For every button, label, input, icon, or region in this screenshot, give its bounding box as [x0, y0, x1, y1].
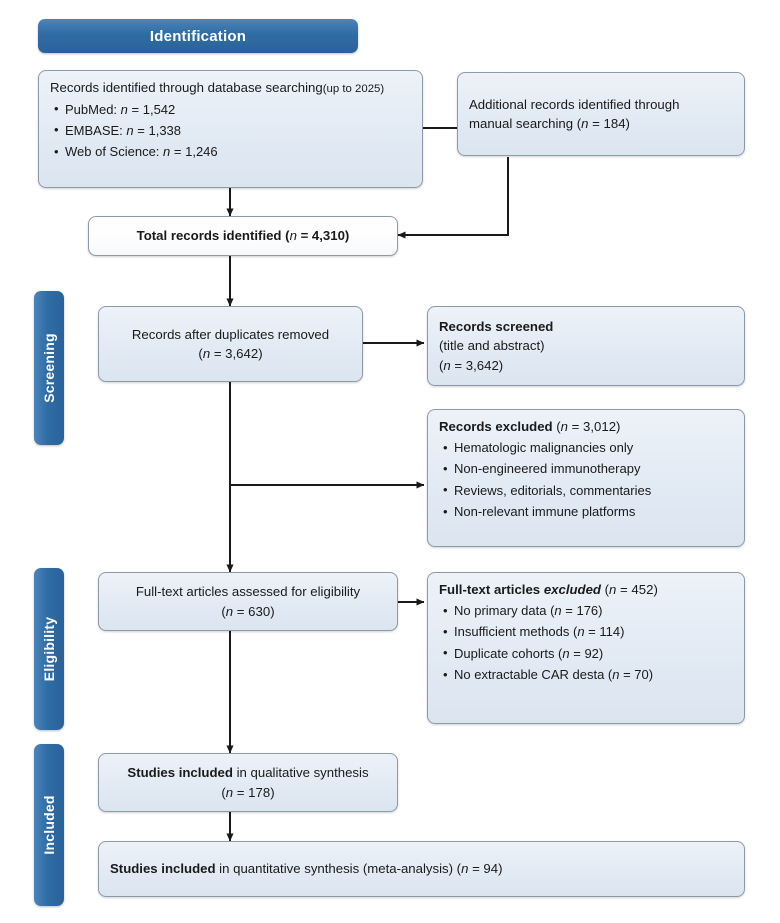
node-qualitative-count: (n = 178) — [221, 784, 275, 800]
n-symbol: n — [120, 101, 128, 117]
reason-text: No extractable CAR desta ( — [454, 667, 613, 683]
node-fulltext-assessed-count: = 630 — [233, 603, 271, 619]
list-item: PubMed: n = 1,542 — [54, 100, 411, 120]
n-symbol: n — [577, 624, 585, 640]
node-fulltext-excluded: Full-text articles excluded (n = 452) No… — [427, 572, 745, 724]
source-count: = 1,246 — [173, 144, 218, 160]
reason-text: Insufficient methods ( — [454, 624, 578, 640]
node-duplicates-line1: Records after duplicates removed — [131, 326, 330, 342]
node-total-text: Total records identified (n = 4,310) — [137, 226, 350, 245]
reason-text: No primary data ( — [454, 603, 555, 619]
node-qualitative-count-value: = 178 — [233, 784, 271, 800]
node-additional-records-manual: Additional records identified through ma… — [457, 72, 745, 156]
n-symbol: n — [581, 116, 589, 131]
node-fulltext-assessed: Full-text articles assessed for eligibil… — [98, 572, 398, 631]
node-records-excluded: Records excluded (n = 3,012) Hematologic… — [427, 409, 745, 547]
n-symbol: n — [554, 603, 562, 619]
n-symbol: n — [612, 667, 620, 683]
node-fulltext-excluded-reasons: No primary data (n = 176) Insufficient m… — [439, 602, 733, 685]
node-duplicates-count: = 3,642 — [210, 346, 259, 361]
stage-bar-eligibility-label: Eligibility — [41, 616, 57, 682]
node-db-source-list: PubMed: n = 1,542 EMBASE: n = 1,338 Web … — [50, 100, 411, 163]
node-db-heading-suffix: (up to 2025) — [322, 83, 385, 95]
node-qualitative-synthesis: Studies included in qualitative synthesi… — [98, 753, 398, 812]
node-manual-line2-text: manual searching ( — [469, 116, 582, 131]
stage-bar-included-label: Included — [41, 795, 57, 855]
node-fulltext-excluded-count: = 452 — [616, 582, 654, 597]
stage-banner-identification: Identification — [38, 19, 358, 53]
node-duplicates-line2: (n = 3,642) — [198, 346, 263, 361]
node-quantitative-synthesis: Studies included in quantitative synthes… — [98, 841, 745, 897]
list-item: Reviews, editorials, commentaries — [443, 481, 733, 501]
n-symbol: n — [289, 228, 297, 244]
source-count: = 1,338 — [137, 122, 182, 138]
node-screened-count-value: = 3,642 — [450, 357, 499, 373]
source-label: EMBASE: — [65, 122, 123, 138]
node-records-excluded-count: = 3,012 — [568, 419, 617, 434]
list-item: Non-engineered immunotherapy — [443, 460, 733, 479]
reason-count: = 114) — [584, 624, 625, 640]
n-symbol: n — [609, 582, 617, 597]
n-symbol: n — [562, 645, 570, 661]
node-records-excluded-title: Records excluded (n = 3,012) — [439, 419, 621, 434]
node-fulltext-excluded-title: Full-text articles excluded (n = 452) — [439, 582, 658, 597]
node-quantitative-text: Studies included in quantitative synthes… — [110, 859, 733, 878]
stage-banner-identification-label: Identification — [149, 27, 247, 45]
node-fulltext-excluded-label: Full-text articles — [439, 582, 544, 597]
n-symbol: n — [202, 346, 211, 361]
source-count: = 1,542 — [131, 101, 176, 117]
reason-count: = 92) — [569, 645, 604, 661]
n-symbol: n — [560, 419, 569, 434]
node-total-value: = 4,310) — [296, 228, 350, 244]
node-fulltext-excluded-emphasis: excluded — [543, 582, 601, 597]
n-symbol: n — [163, 144, 171, 160]
n-symbol: n — [461, 861, 469, 877]
node-screened-title: Records screened — [439, 319, 554, 335]
node-records-screened: Records screened (title and abstract) (n… — [427, 306, 745, 386]
node-records-excluded-reasons: Hematologic malignancies only Non-engine… — [439, 439, 733, 522]
node-db-heading-text: Records identified through database sear… — [50, 80, 323, 95]
reason-count: = 70) — [619, 667, 654, 683]
node-qualitative-bold: Studies included — [127, 765, 233, 781]
n-symbol: n — [225, 603, 234, 619]
n-symbol: n — [126, 122, 134, 138]
list-item: EMBASE: n = 1,338 — [54, 121, 411, 141]
reason-count: = 176) — [561, 603, 603, 619]
node-manual-line1: Additional records identified through — [469, 96, 680, 112]
source-label: Web of Science: — [65, 144, 160, 160]
source-label: PubMed: — [65, 101, 118, 117]
node-records-identified-database: Records identified through database sear… — [38, 70, 423, 188]
list-item: Duplicate cohorts (n = 92) — [443, 644, 733, 664]
n-symbol: n — [225, 784, 234, 800]
node-screened-subtitle: (title and abstract) — [439, 338, 545, 354]
node-manual-line2: manual searching (n = 184) — [469, 114, 733, 133]
list-item: Web of Science: n = 1,246 — [54, 143, 411, 162]
node-qualitative-rest: in qualitative synthesis — [232, 765, 369, 781]
node-db-heading: Records identified through database sear… — [50, 78, 411, 98]
list-item: No primary data (n = 176) — [443, 602, 733, 621]
stage-bar-eligibility: Eligibility — [34, 568, 64, 730]
node-screened-count: (n = 3,642) — [439, 357, 504, 373]
node-quantitative-bold: Studies included — [110, 861, 216, 877]
node-quantitative-count: = 94) — [468, 861, 503, 877]
node-quantitative-rest: in quantitative synthesis (meta-analysis… — [215, 861, 462, 877]
stage-bar-screening: Screening — [34, 291, 64, 445]
node-manual-line2-value: = 184) — [588, 116, 630, 131]
list-item: Non-relevant immune platforms — [443, 503, 733, 522]
list-item: Hematologic malignancies only — [443, 439, 733, 458]
node-fulltext-assessed-line2: (n = 630) — [221, 603, 275, 619]
node-records-excluded-label: Records excluded — [439, 419, 553, 434]
list-item: Insufficient methods (n = 114) — [443, 623, 733, 642]
reason-text: Duplicate cohorts ( — [454, 645, 563, 661]
n-symbol: n — [443, 357, 451, 373]
node-records-after-duplicates: Records after duplicates removed (n = 3,… — [98, 306, 363, 382]
stage-bar-included: Included — [34, 744, 64, 906]
list-item: No extractable CAR desta (n = 70) — [443, 666, 733, 685]
stage-bar-screening-label: Screening — [41, 333, 57, 403]
node-fulltext-assessed-line1: Full-text articles assessed for eligibil… — [135, 584, 361, 600]
node-qualitative-line1: Studies included in qualitative synthesi… — [127, 763, 368, 782]
node-total-records-identified: Total records identified (n = 4,310) — [88, 216, 398, 256]
node-total-label: Total records identified ( — [136, 228, 290, 244]
